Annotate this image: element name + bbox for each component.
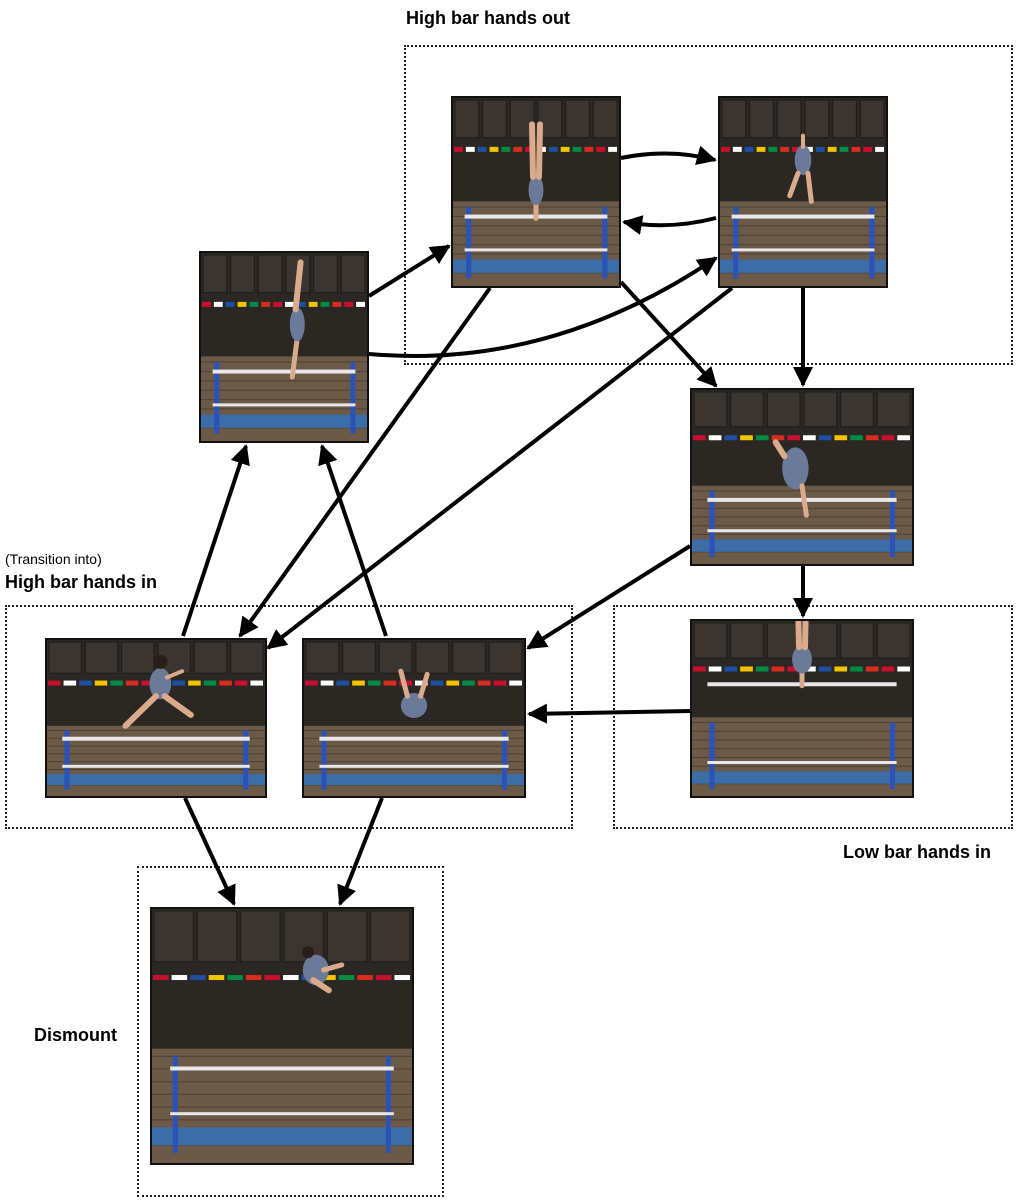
label-transition-into: (Transition into) — [5, 551, 102, 567]
label-dismount: Dismount — [34, 1025, 117, 1045]
group-box-dismount — [137, 866, 444, 1197]
gymnast-figure — [302, 946, 345, 994]
frame-mid-right — [690, 388, 914, 566]
gymnast-figure — [792, 621, 812, 689]
frame-dismount — [150, 907, 414, 1165]
frame-low-bar-hands-in — [690, 619, 914, 798]
gymnast-photo — [720, 98, 886, 286]
label-low-bar-hands-in: Low bar hands in — [843, 842, 992, 862]
group-box-low-bar-hands-in — [613, 605, 1013, 829]
gymnast-figure — [122, 654, 194, 729]
frame-high-bar-hands-out-1 — [451, 96, 621, 288]
gymnast-figure — [787, 133, 814, 204]
gymnast-figure — [528, 121, 544, 221]
gymnast-photo — [152, 909, 412, 1163]
label-high-bar-hands-out: High bar hands out — [406, 8, 570, 28]
label-high-bar-hands-in: High bar hands in — [5, 572, 158, 592]
frame-high-bar-hands-in-1 — [45, 638, 267, 798]
gymnast-photo — [453, 98, 619, 286]
frame-high-bar-hands-in-2 — [302, 638, 526, 798]
gymnast-figure — [772, 439, 809, 518]
gymnast-photo — [692, 621, 912, 796]
frame-high-bar-hands-out-2 — [718, 96, 888, 288]
gymnast-figure — [398, 668, 430, 718]
gymnast-photo — [692, 390, 912, 564]
frame-entry — [199, 251, 369, 443]
gymnast-photo — [47, 640, 265, 796]
gymnast-photo — [304, 640, 524, 796]
gymnast-photo — [201, 253, 367, 441]
